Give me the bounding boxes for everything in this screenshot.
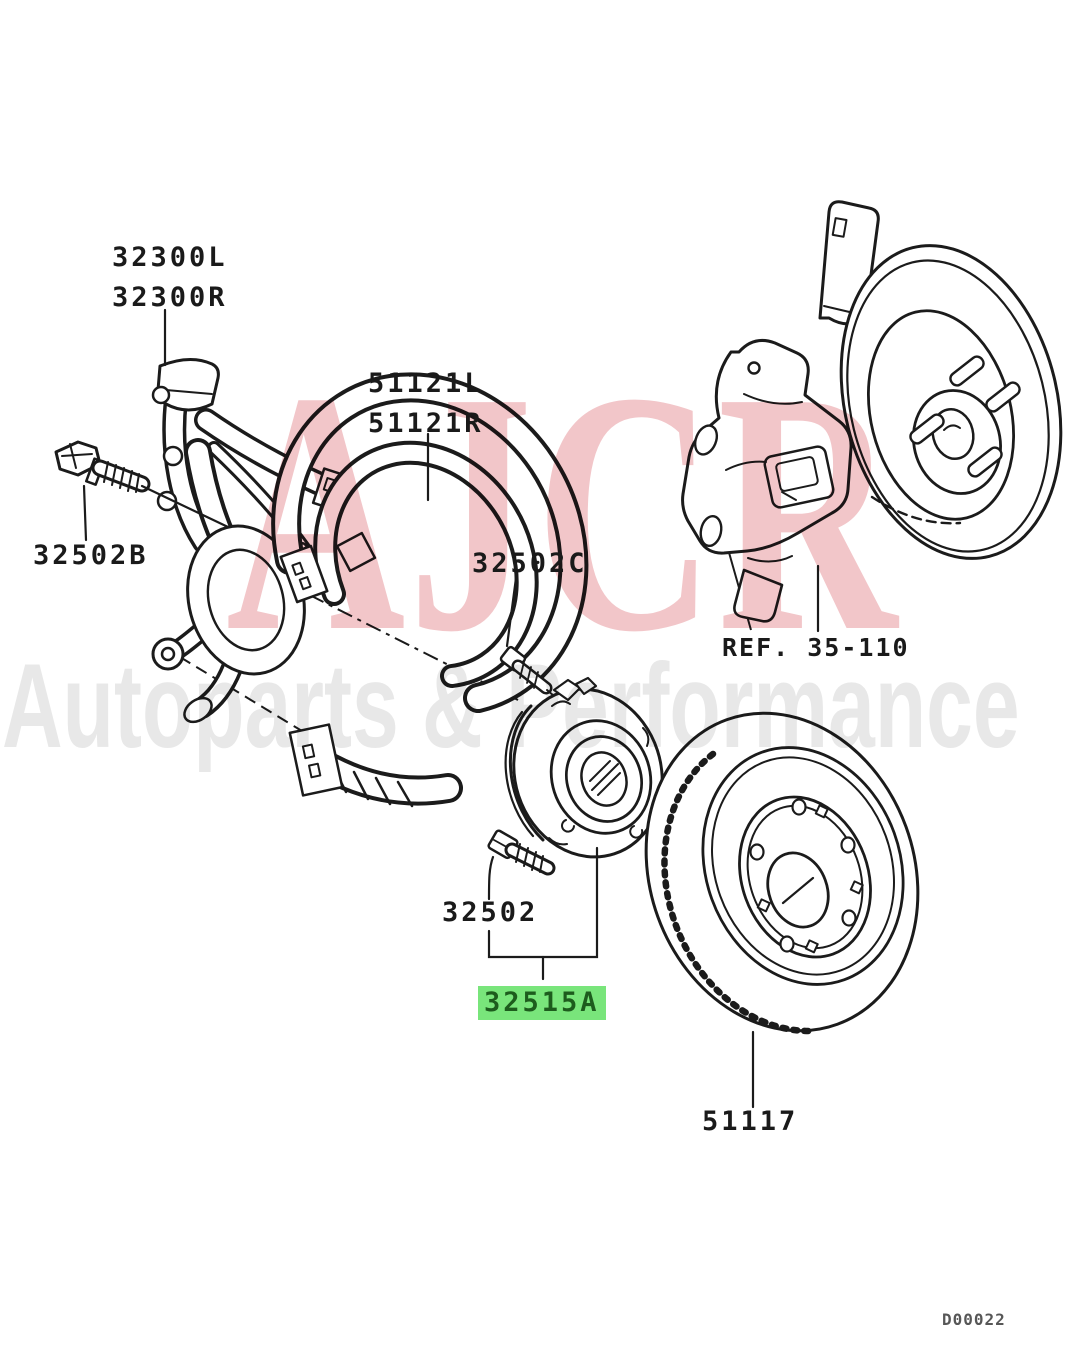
part-number-51121L: 51121L <box>368 368 484 399</box>
callout-leader-lines <box>82 308 820 1109</box>
part-number-32300R: 32300R <box>112 282 228 313</box>
knuckle-bolt-drawing <box>54 440 230 529</box>
part-number-51121R: 51121R <box>368 408 484 439</box>
ref-number-35-110: REF. 35-110 <box>722 633 910 662</box>
callout-shield-bolt: 32502C <box>472 544 588 584</box>
callout-knuckle-bolt: 32502B <box>33 536 149 576</box>
dust-shield-drawing <box>271 372 589 808</box>
part-number-32502B: 32502B <box>33 540 149 571</box>
part-number-32502: 32502 <box>442 897 539 928</box>
callout-knuckle: 32300L 32300R <box>112 238 228 318</box>
shield-bolt-drawing <box>499 645 562 703</box>
hub-bearing-drawing <box>504 676 664 859</box>
part-number-51117: 51117 <box>702 1106 799 1137</box>
diagram-code: D00022 <box>942 1310 1006 1329</box>
part-number-32300L: 32300L <box>112 242 228 273</box>
part-number-32502C: 32502C <box>472 548 588 579</box>
brake-disc-drawing <box>644 711 920 1035</box>
callout-ref-assembly: REF. 35-110 <box>722 628 910 668</box>
part-number-32515A-highlighted: 32515A <box>478 986 606 1020</box>
hub-bolt-drawing <box>487 829 556 876</box>
caliper-assembly-drawing <box>681 200 1063 623</box>
callout-hub-unit: 32515A <box>478 983 606 1023</box>
callout-brake-disc: 51117 <box>702 1102 798 1142</box>
callout-hub-bolt: 32502 <box>442 893 538 933</box>
callout-dust-shield: 51121L 51121R <box>368 364 484 444</box>
